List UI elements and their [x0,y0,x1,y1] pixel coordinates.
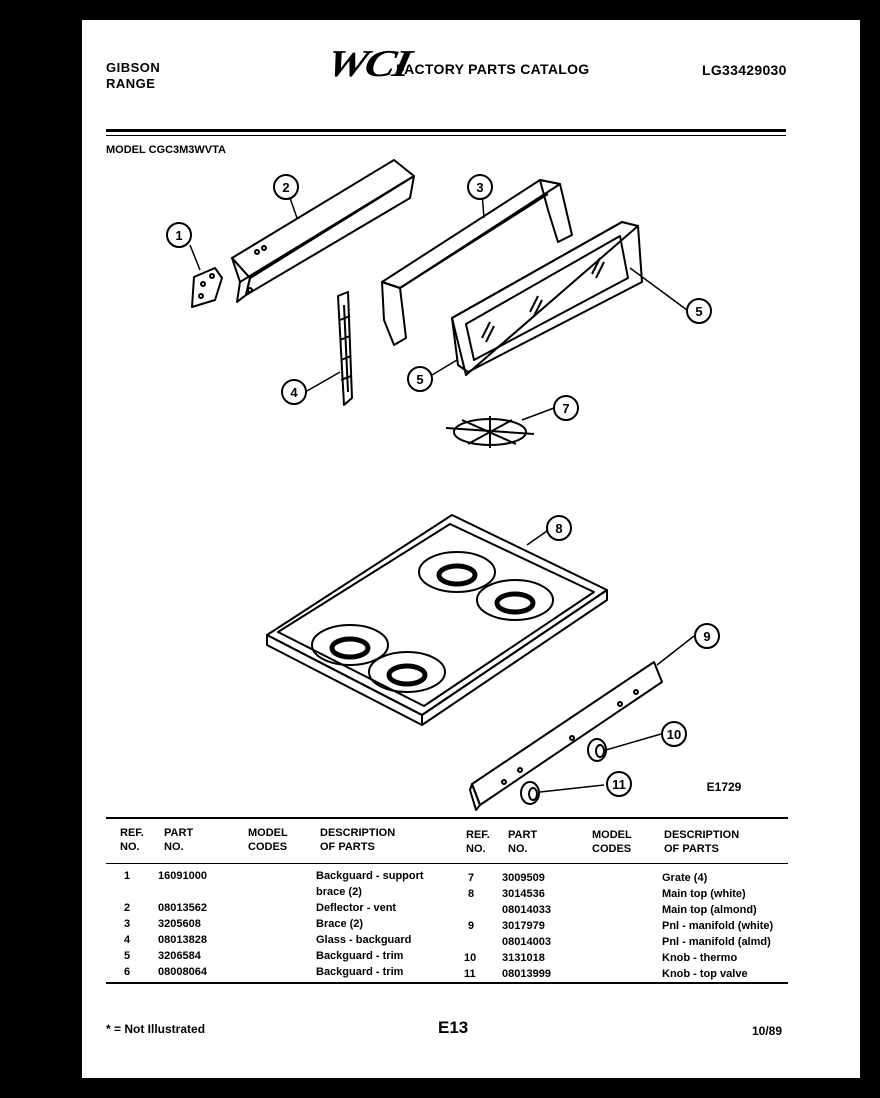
table-bottom-rule [106,982,788,984]
callout-2: 2 [282,180,289,195]
left-part-5: 3206584 [158,950,201,962]
callout-10: 10 [667,727,681,742]
header-rule-thin [106,135,786,136]
left-desc-6: Backguard - trim [316,966,404,978]
right-desc-11: Knob - top valve [662,968,748,980]
part-brace [337,291,353,406]
right-desc-10: Knob - thermo [662,952,738,964]
right-ref-9: 9 [468,920,475,932]
figure-code: E1729 [707,780,742,794]
left-desc-1: Backguard - support [316,870,424,882]
left-ref-6: 6 [124,966,131,978]
left-desc-2: Deflector - vent [316,902,397,914]
part-manifold-panel [469,661,663,811]
callout-9: 9 [703,629,710,644]
callout-5b: 5 [695,304,702,319]
left-desc-4: Glass - backguard [316,934,412,946]
left-ref-2: 2 [124,902,131,914]
table-top-rule [106,817,788,819]
right-part-11: 08013999 [502,968,551,980]
brand-line-2: RANGE [106,76,156,91]
page-number: E13 [438,1018,469,1037]
catalog-title: FACTORY PARTS CATALOG [396,61,590,77]
part-grate [445,416,535,448]
callout-8: 8 [555,521,562,536]
right-part-9b: 08014003 [502,936,551,948]
callout-3: 3 [476,180,483,195]
right-desc-9: Pnl - manifold (white) [662,920,774,932]
right-ref-10: 10 [464,952,477,964]
part-support-brace [191,267,223,308]
right-desc-9b: Pnl - manifold (almd) [662,936,771,948]
table-header-rule [106,863,788,864]
footer-note: * = Not Illustrated [106,1022,206,1036]
left-part-4: 08013828 [158,934,207,946]
part-backguard-trim [381,179,573,346]
footer-date: 10/89 [752,1024,783,1038]
callout-4: 4 [290,385,298,400]
right-desc-8: Main top (white) [662,888,746,900]
left-desc-1b: brace (2) [316,886,362,898]
right-part-7: 3009509 [502,872,545,884]
left-ref-5: 5 [124,950,131,962]
right-part-8b: 08014033 [502,904,551,916]
left-ref-3: 3 [124,918,131,930]
brand-line-1: GIBSON [106,60,161,75]
callout-5a: 5 [416,372,423,387]
right-ref-7: 7 [468,872,475,884]
catalog-number: LG33429030 [702,62,787,78]
left-ref-4: 4 [124,934,131,946]
header-ref-right: REF.NO. [466,829,490,855]
part-knob-thermo [587,738,607,762]
left-part-1: 16091000 [158,870,207,882]
left-desc-3: Brace (2) [316,918,364,930]
right-part-10: 3131018 [502,952,545,964]
right-part-8: 3014536 [502,888,545,900]
left-part-2: 08013562 [158,902,207,914]
right-part-9: 3017979 [502,920,545,932]
header-rule [106,129,786,132]
catalog-page: GIBSON RANGE WCI FACTORY PARTS CATALOG L… [82,20,860,1078]
right-desc-7: Grate (4) [662,872,708,884]
part-knob-top-valve [520,781,540,805]
left-desc-5: Backguard - trim [316,950,404,962]
left-part-6: 08008064 [158,966,207,978]
part-glass-backguard [451,221,643,376]
part-main-top [266,514,608,726]
callout-1: 1 [175,228,182,243]
callout-11: 11 [612,777,626,792]
right-desc-8b: Main top (almond) [662,904,757,916]
left-part-3: 3205608 [158,918,201,930]
right-ref-8: 8 [468,888,475,900]
callout-7: 7 [562,401,569,416]
left-ref-1: 1 [124,870,131,882]
exploded-parts-diagram: 1 2 3 4 5 5 7 8 9 10 11 E1729 [166,159,742,811]
part-deflector-vent [231,159,415,303]
right-ref-11: 11 [464,968,476,980]
header-ref: REF.NO. [120,827,144,853]
model-label: MODEL CGC3M3WVTA [106,144,226,156]
